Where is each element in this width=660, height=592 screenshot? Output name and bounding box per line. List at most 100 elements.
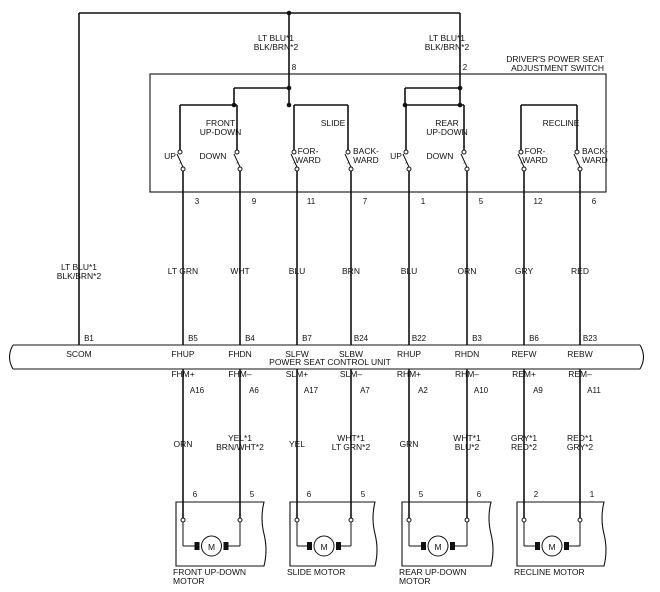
switch-blade <box>344 153 352 168</box>
wire-color-label: WHT*1 <box>337 433 365 443</box>
control-unit-pin: A10 <box>474 386 489 395</box>
control-unit-pin: B6 <box>529 334 539 343</box>
switch-direction-label: WARD <box>295 155 321 165</box>
motor-pin-number: 6 <box>307 490 312 499</box>
switch-direction-label: WARD <box>353 155 379 165</box>
switch-box-title: DRIVER'S POWER SEAT <box>506 54 604 64</box>
control-unit-pin: A2 <box>418 386 428 395</box>
motor-housing <box>289 501 378 567</box>
scom-wire-color-label: BLK/BRN*2 <box>57 271 102 281</box>
motor-symbol <box>201 535 222 557</box>
motor-terminal <box>294 517 300 523</box>
switch-contact <box>406 166 412 172</box>
motor-brush <box>450 542 455 550</box>
switch-contact <box>234 149 240 155</box>
wire-color-label: LT GRN*2 <box>332 442 371 452</box>
control-unit-pin: B1 <box>84 334 94 343</box>
wire-color-label: BLU <box>401 266 418 276</box>
wire-color-label: BRN <box>342 266 360 276</box>
wire-color-label: YEL <box>289 439 305 449</box>
motor-symbol <box>313 535 335 557</box>
motor-housing <box>175 501 267 567</box>
wire-color-label: BRN/WHT*2 <box>216 442 264 452</box>
switch-direction-label: DOWN <box>427 151 454 161</box>
control-unit-signal: REBW <box>567 349 593 359</box>
control-unit-signal: FHDN <box>228 349 252 359</box>
control-unit-pin: B22 <box>412 334 427 343</box>
motor-terminal <box>464 517 470 523</box>
switch-pin-number: 6 <box>592 197 597 206</box>
motor-symbol <box>427 535 449 557</box>
control-unit <box>8 344 645 370</box>
control-unit-pin: A11 <box>587 386 601 395</box>
control-unit-pin: B24 <box>354 334 369 343</box>
motor-brush <box>194 542 200 550</box>
switch-direction-label: DOWN <box>200 151 227 161</box>
control-unit-signal: SLM– <box>340 369 362 379</box>
switch-contact <box>461 149 467 155</box>
feed-wire-color-label: BLK/BRN*2 <box>425 42 470 52</box>
control-unit-pin: A16 <box>190 386 205 395</box>
switch-pin-number: 9 <box>252 197 257 206</box>
feed-wire-color-label: LT BLU*1 <box>258 33 294 43</box>
control-unit-pin: B3 <box>472 334 482 343</box>
control-unit-outline <box>8 344 645 370</box>
motor-pin-number: 6 <box>477 490 482 499</box>
switch-blade <box>517 153 525 168</box>
motor-brush <box>421 542 426 550</box>
control-unit-signal: REM+ <box>512 369 536 379</box>
wire-color-label: BLU <box>289 266 306 276</box>
wire-color-label: RED*2 <box>511 442 537 452</box>
feed-pin-number: 2 <box>463 63 468 72</box>
control-unit-signal: RHUP <box>397 349 421 359</box>
wire-color-label: GRN <box>400 439 419 449</box>
wire-color-label: WHT*1 <box>453 433 481 443</box>
wire-color-label: YEL*1 <box>228 433 252 443</box>
motor-housing <box>401 501 494 567</box>
switch-pin-number: 7 <box>363 197 368 206</box>
motor-housing <box>516 501 607 567</box>
wire-color-label: ORN <box>174 439 193 449</box>
wire-color-label: GRY*2 <box>567 442 594 452</box>
wire-color-label: LT GRN <box>168 266 198 276</box>
motor-pin-number: 5 <box>419 490 424 499</box>
switch-direction-label: FOR- <box>525 146 546 156</box>
motor-pin-number: 2 <box>534 490 539 499</box>
motor-name: SLIDE MOTOR <box>287 567 345 577</box>
control-unit-pin: B4 <box>245 334 255 343</box>
motor-brush <box>564 542 569 550</box>
motor-pin-number: 5 <box>250 490 255 499</box>
switch-direction-label: UP <box>390 151 402 161</box>
switch-group-name: REAR <box>435 118 459 128</box>
switch-blade <box>460 153 468 168</box>
control-unit-signal: FHM– <box>228 369 251 379</box>
switch-group-name: UP-DOWN <box>200 127 242 137</box>
motor-terminal <box>180 517 186 523</box>
switch-pin-number: 1 <box>421 197 426 206</box>
wire-color-label: GRY*1 <box>511 433 538 443</box>
switch-contact <box>464 166 470 172</box>
switch-contact <box>577 166 583 172</box>
motor-pin-number: 5 <box>361 490 366 499</box>
switch-direction-label: FOR- <box>298 146 319 156</box>
static-wires <box>78 10 581 498</box>
switch-contact <box>403 149 409 155</box>
control-unit-signal: RHM+ <box>397 369 421 379</box>
control-unit-signal: REM– <box>568 369 592 379</box>
motor-terminal <box>406 517 412 523</box>
control-unit-signal: SLM+ <box>286 369 308 379</box>
switch-contact <box>291 149 297 155</box>
switch-blade <box>233 153 241 168</box>
motor-terminal <box>577 517 583 523</box>
motor-brush <box>535 542 540 550</box>
motor-pin-number: 1 <box>590 490 595 499</box>
switch-group-name: FRONT <box>206 118 235 128</box>
junction-dot <box>457 102 463 108</box>
scom-wire-color-label: LT BLU*1 <box>61 262 97 272</box>
switch-pin-number: 3 <box>195 197 200 206</box>
control-unit-signal: SLFW <box>285 349 309 359</box>
control-unit-pin: B7 <box>302 334 312 343</box>
wire-color-label: RED <box>571 266 589 276</box>
switch-direction-label: BACK- <box>353 146 379 156</box>
